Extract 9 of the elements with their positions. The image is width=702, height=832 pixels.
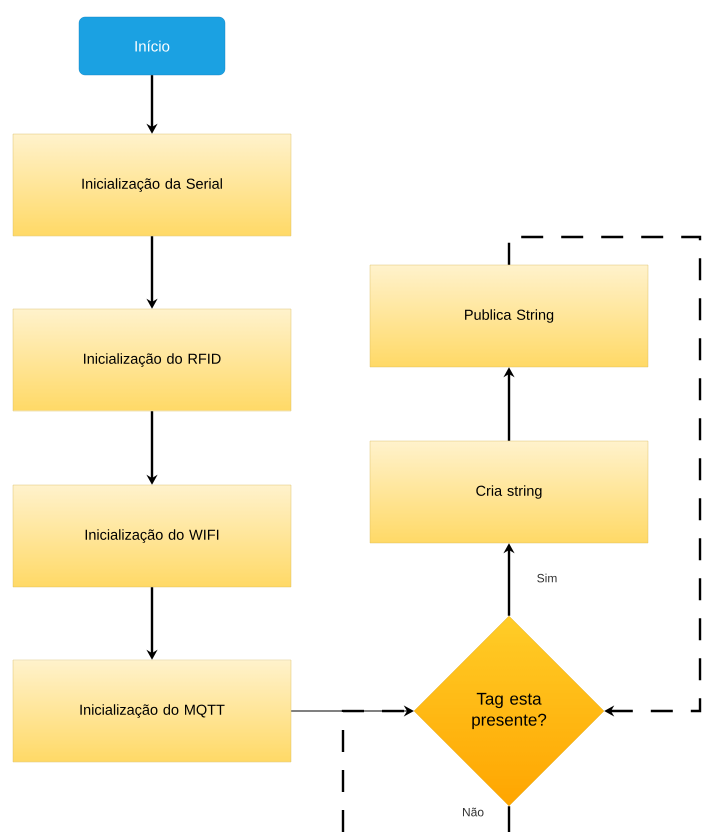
edge-label: Não [461, 806, 485, 818]
process-box: Cria string [370, 440, 648, 544]
process-box: Inicialização do MQTT [12, 660, 292, 762]
start-terminal: Início [78, 16, 226, 76]
process-box: Inicialização do RFID [12, 308, 292, 412]
process-box: Inicialização da Serial [12, 134, 292, 236]
edge-label: Sim [536, 572, 558, 584]
process-box: Publica String [370, 264, 648, 368]
process-box: Inicialização do WIFI [12, 484, 292, 588]
